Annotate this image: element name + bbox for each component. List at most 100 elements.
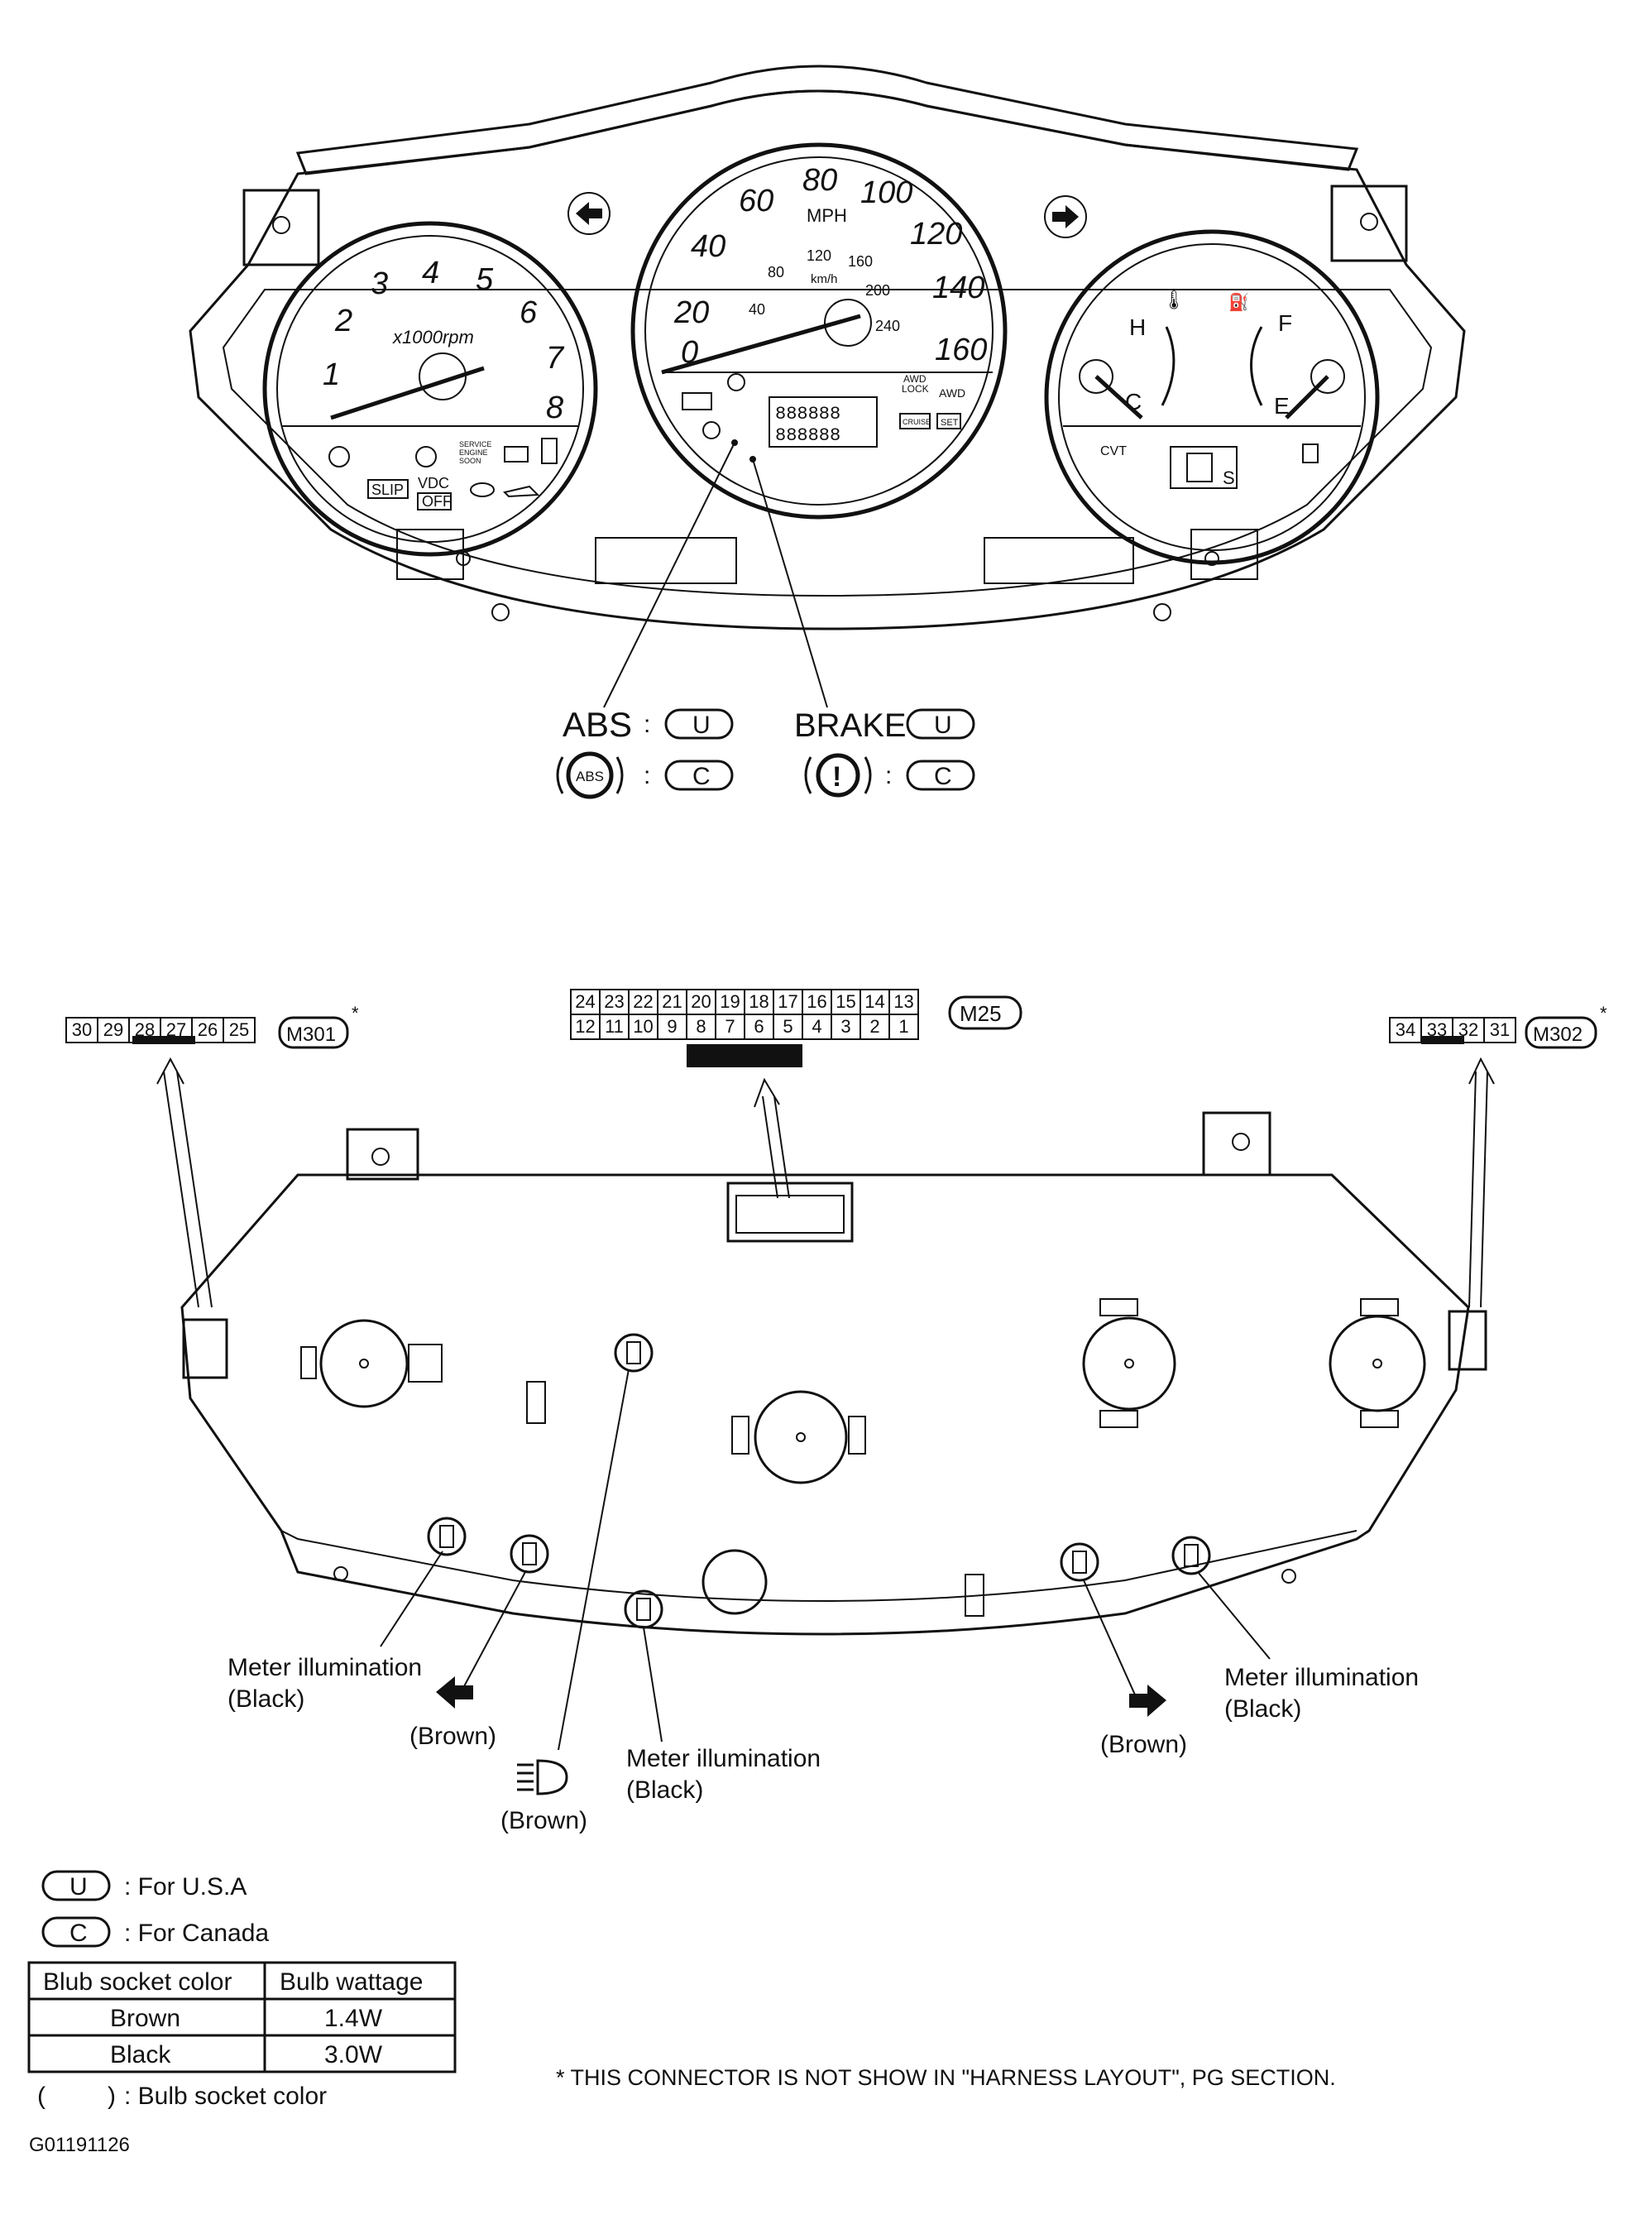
m25-pin-22: 22 [633,991,653,1012]
m301-pin-25-cell [223,1017,256,1043]
m301-pin-26-cell [191,1017,224,1043]
svg-text:*: * [352,1003,359,1023]
kmh-num-120: 120 [807,247,831,264]
abs-warn-icon-small [415,446,437,467]
meter-housing-inner [222,289,1433,597]
callout-illum-center-2: (Black) [626,1776,703,1804]
tach-needle [330,366,485,420]
table-header-wattage: Bulb wattage [280,1968,423,1996]
large-socket-2 [731,1390,866,1484]
abs-u-badge [664,708,734,740]
m25-pin-2: 2 [869,1016,879,1037]
m25-pin-12: 12 [575,1016,595,1037]
socket-color-note: : Bulb socket color [124,2083,327,2110]
m302-pin-31-cell [1483,1017,1516,1043]
m25-pin-23-cell [599,989,630,1015]
svg-text:(: ( [37,2083,45,2110]
car-icon [470,482,495,497]
low-fuel-icon [1302,443,1319,463]
bulb-socket-headlamp [614,1333,654,1373]
tach-num-6: 6 [520,295,538,330]
footnote: * THIS CONNECTOR IS NOT SHOW IN "HARNESS… [556,2065,1336,2090]
svg-text:U: U [934,712,952,739]
set-indicator [936,413,961,429]
cruise-text: CRUISE [903,418,931,426]
headlamp-high-beam-icon [517,1759,568,1795]
mph-num-60: 60 [739,184,773,218]
m25-pin-8: 8 [696,1016,706,1037]
bulb-socket-turn-right [1060,1542,1099,1582]
legend-u-text: : For U.S.A [124,1873,247,1901]
turn-signal-left-indicator [567,192,611,235]
large-socket-3 [1082,1298,1176,1428]
m25-pin-20: 20 [691,991,711,1012]
kmh-num-80: 80 [768,264,784,280]
svg-text::: : [885,762,892,789]
mount-tab-right [1330,185,1408,262]
callout-illum-right-2: (Black) [1224,1695,1301,1723]
odo-line-1: 888888 [775,404,840,424]
brake-warn-icon-small [328,446,350,467]
legend: U : For U.S.A C : For Canada [41,1870,269,1948]
door-icon [541,438,558,464]
large-socket-1 [300,1319,443,1408]
cruise-indicator [899,413,931,429]
m301-pin-25: 25 [229,1019,249,1040]
m25-pin-18: 18 [749,991,769,1012]
large-socket-4 [1329,1298,1426,1428]
gear-position-display [1170,446,1238,489]
table-row-black-wattage: 3.0W [324,2041,383,2068]
brake-u-badge [906,708,975,740]
mph-unit: MPH [807,205,847,226]
fuel-pump-icon: ⛽ [1228,292,1249,312]
m25-pin-15: 15 [836,991,855,1012]
kmh-num-240: 240 [875,318,900,334]
mph-num-140: 140 [932,271,984,305]
svg-text:C: C [692,763,711,790]
bulb-socket-turn-left [510,1534,549,1574]
callout-turn-left: (Brown) [409,1723,496,1750]
bulb-wattage-table: Blub socket color Bulb wattage Brown 1.4… [27,1961,457,2073]
kmh-num-160: 160 [848,253,873,270]
rear-housing [180,1173,1470,1636]
cvt-text: CVT [1100,444,1127,458]
m25-pin-1: 1 [898,1016,908,1037]
table-header-color: Blub socket color [43,1968,232,1996]
kmh-num-40: 40 [749,301,765,318]
brake-c-badge [906,760,975,791]
kmh-unit: km/h [811,272,838,286]
meter-lower-brackets [396,529,1258,621]
tach-num-3: 3 [371,266,388,301]
svg-text:C: C [69,1920,88,1947]
set-text: SET [941,418,959,428]
m25-pin-24: 24 [575,991,595,1012]
fuel-full-label: F [1278,310,1292,336]
abs-symbol-icon: ABS [556,751,624,799]
m25-pin-14: 14 [864,991,884,1012]
meter-rear-view [180,1111,1487,1751]
legend-c-text: : For Canada [124,1920,269,1947]
vdc-off-text: OFF [422,493,452,510]
callout-illum-right-1: Meter illumination [1224,1664,1419,1691]
callout-turn-right: (Brown) [1100,1731,1187,1758]
bulb-socket-illum-left [427,1517,467,1556]
table-row-brown-color: Brown [110,2005,180,2032]
mph-num-40: 40 [691,229,725,264]
callout-illum-left-2: (Black) [227,1685,304,1713]
mph-num-100: 100 [860,175,912,210]
svg-text:!: ! [832,761,841,793]
m302-pin-31: 31 [1490,1019,1510,1040]
m301-name: M301 [286,1023,336,1046]
m25-pin-5: 5 [783,1016,792,1037]
m25-pin-19: 19 [720,991,740,1012]
turn-right-arrow-icon [1129,1685,1166,1717]
m25-pin-4: 4 [812,1016,821,1037]
kmh-num-200: 200 [865,282,890,299]
temp-needle [1094,375,1143,419]
odometer-display [769,396,878,448]
svg-text:U: U [69,1873,88,1901]
turn-left-arrow-icon [436,1676,473,1709]
brake-label: BRAKE [794,707,907,744]
table-row-brown-wattage: 1.4W [324,2005,383,2032]
